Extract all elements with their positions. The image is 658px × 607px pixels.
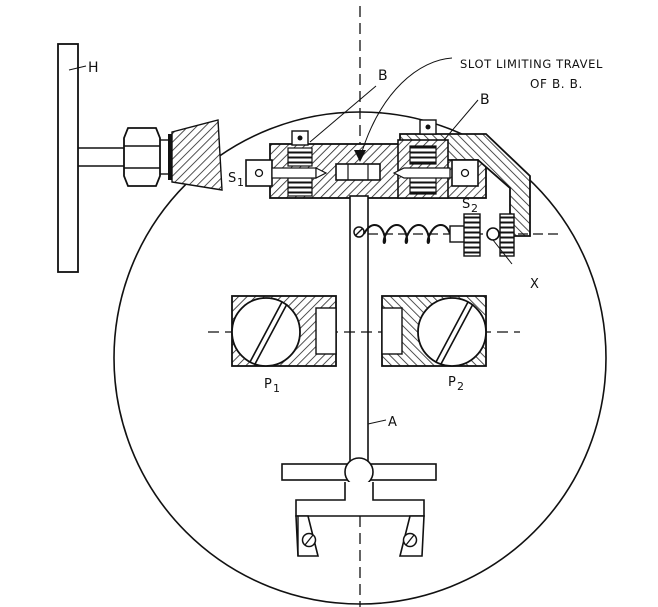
label-s2-sub: 2 — [471, 202, 478, 215]
label-x: X — [530, 277, 539, 292]
label-s1-sub: 1 — [237, 176, 244, 189]
label-a: A — [388, 415, 397, 430]
label-b-right: B — [480, 92, 490, 108]
label-h-leader — [68, 65, 87, 71]
label-slot-line2: OF B. B. — [530, 77, 583, 91]
pivot-block-p1 — [231, 295, 337, 367]
label-p1-sub: 1 — [273, 382, 280, 395]
coil-spring — [363, 224, 451, 244]
label-b-left: B — [378, 68, 388, 84]
label-b-right-leader — [443, 99, 479, 141]
label-b-left-leader — [309, 85, 377, 143]
label-p1: P — [264, 377, 272, 392]
label-s2: S — [462, 197, 470, 212]
left-foot — [295, 515, 320, 557]
adjusting-screw-x — [449, 213, 515, 265]
pivot-block-p2 — [381, 295, 487, 367]
hex-nut — [123, 127, 172, 187]
slot-arrow — [354, 150, 366, 162]
right-foot — [398, 515, 425, 557]
threaded-bushing — [171, 119, 223, 191]
slot-leader — [359, 57, 453, 159]
lever-base — [281, 457, 437, 517]
label-p2-sub: 2 — [457, 380, 464, 393]
handle-bar-h — [57, 43, 79, 273]
label-p2: P — [448, 375, 456, 390]
label-h: H — [88, 60, 99, 76]
label-s1: S — [228, 171, 236, 186]
label-slot-line1: SLOT LIMITING TRAVEL — [460, 57, 603, 71]
label-a-leader — [367, 419, 387, 425]
